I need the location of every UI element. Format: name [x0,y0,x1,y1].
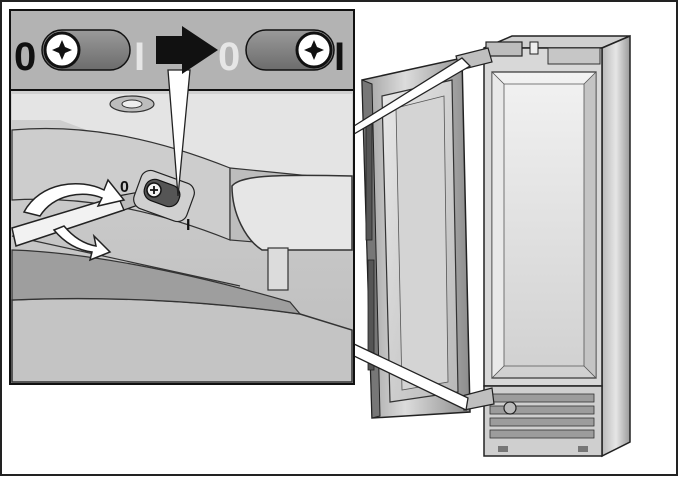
open-glass-door [361,47,495,419]
detail-switch-label-right: I [186,217,190,234]
switch-before-label-right: I [134,35,145,79]
switch-before-label-left: 0 [14,35,36,79]
detail-switch-label-left: 0 [120,179,129,196]
switch-after-label-left: 0 [218,35,240,79]
switch-after: 0 I [218,29,345,79]
switch-before: 0 I [14,29,145,79]
detail-inset: 0 I 0 I 0 I [9,9,355,385]
wine-cooler-appliance [483,34,631,458]
switch-after-label-right: I [334,35,345,79]
right-arrow-icon [156,26,218,74]
pointer-wedge [167,69,191,197]
rotation-arrow-icon [22,178,126,217]
